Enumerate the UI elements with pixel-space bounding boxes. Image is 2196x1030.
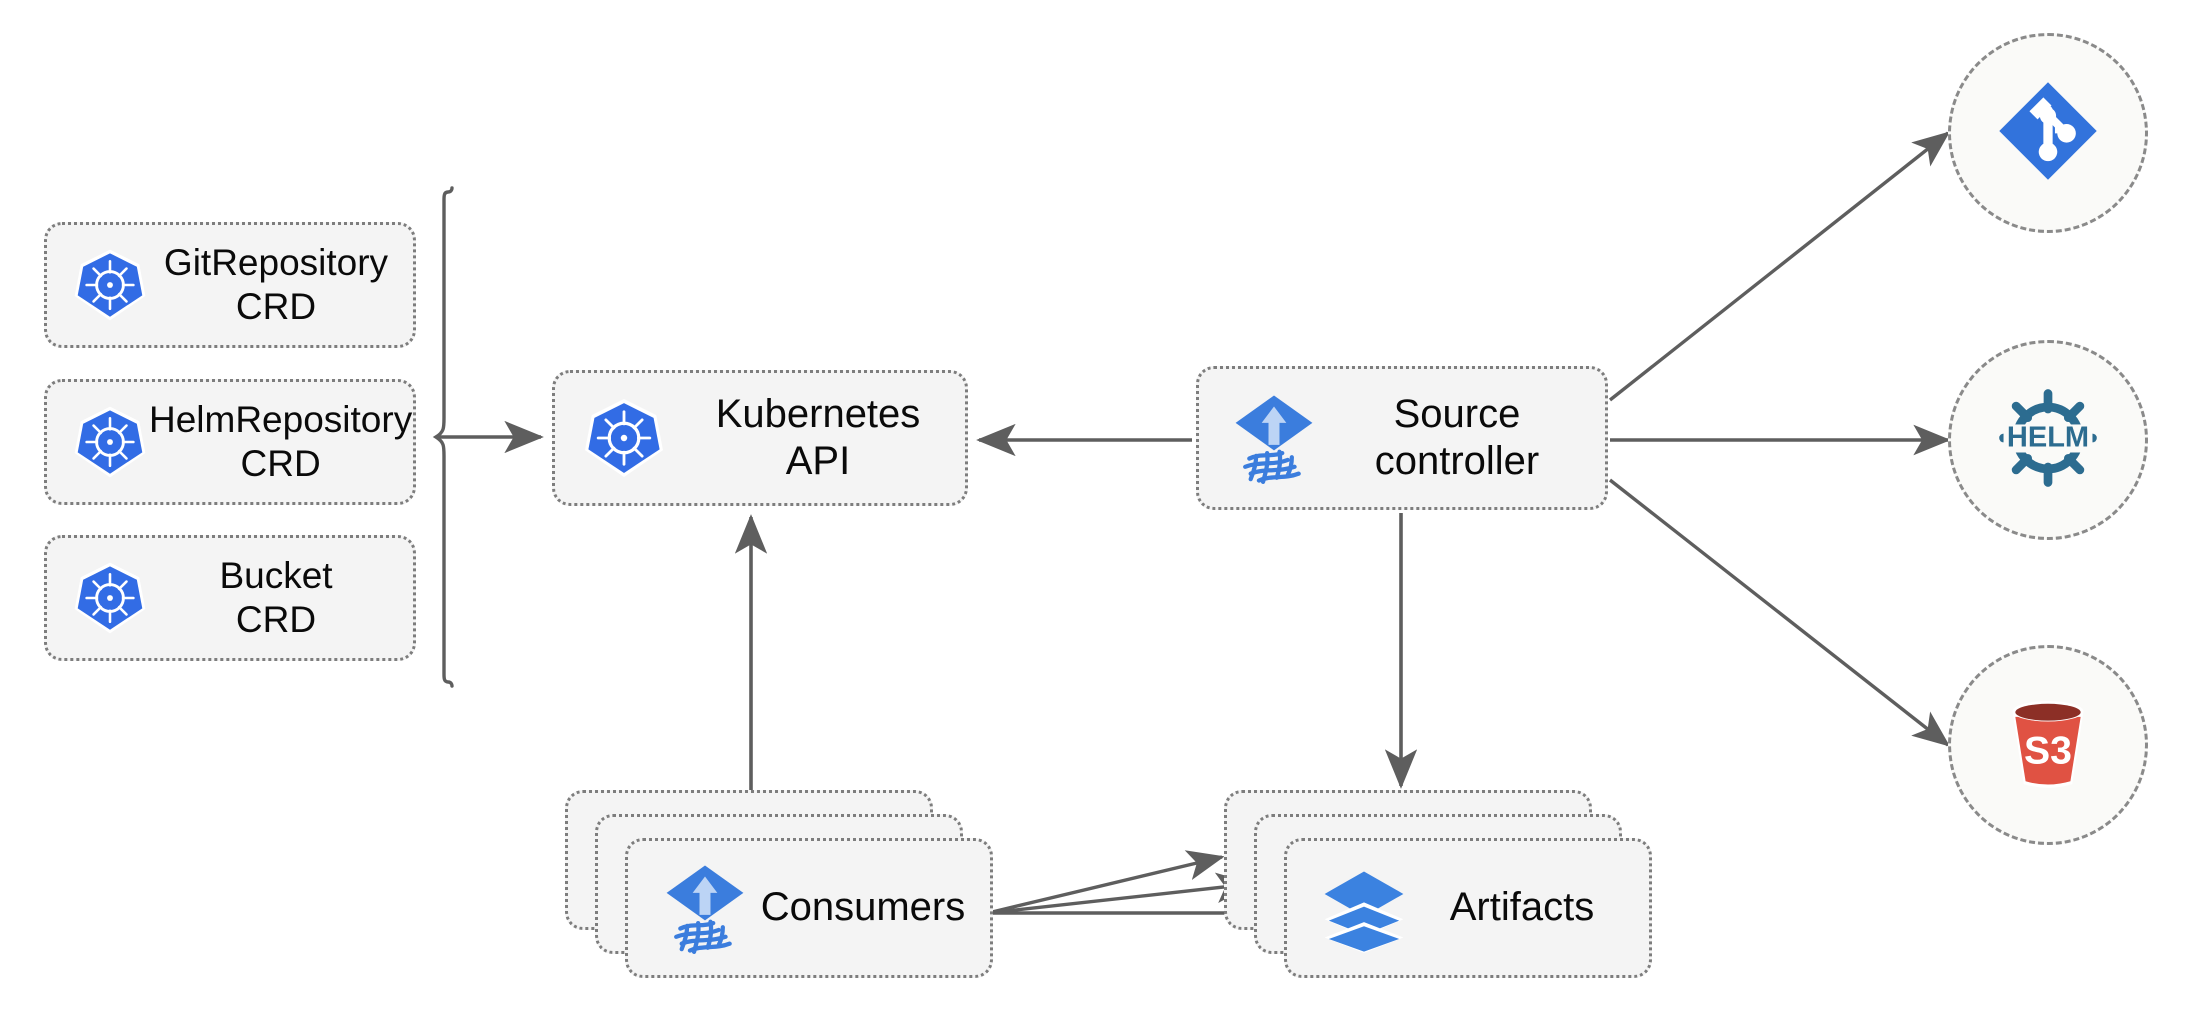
node-gitrepository-crd[interactable]: GitRepository CRD [44, 222, 416, 348]
flux-icon [1229, 390, 1319, 486]
node-git-source[interactable] [1948, 33, 2148, 233]
edge-source-controller-to-git [1608, 131, 1951, 402]
edge-consumers-to-artifacts-2 [987, 872, 1254, 915]
edge-consumers-to-artifacts-1 [987, 850, 1225, 915]
node-helmrepository-crd[interactable]: HelmRepository CRD [44, 379, 416, 505]
node-bucket-crd[interactable]: Bucket CRD [44, 535, 416, 661]
node-kubernetes-api[interactable]: Kubernetes API [552, 370, 968, 506]
kubernetes-icon [71, 403, 149, 481]
node-source-controller[interactable]: Source controller [1196, 366, 1608, 510]
consumers-card-front[interactable]: Consumers [625, 838, 993, 978]
artifacts-card-front[interactable]: Artifacts [1284, 838, 1652, 978]
flux-icon [658, 860, 752, 956]
node-label: Consumers [760, 885, 966, 930]
s3-label: S3 [2024, 729, 2072, 772]
helm-icon: HELM [1990, 380, 2106, 501]
git-icon [1990, 73, 2106, 194]
kubernetes-icon [71, 559, 149, 637]
crd-bracket [432, 186, 454, 688]
kubernetes-icon [581, 395, 667, 481]
node-label: Source controller [1374, 391, 1540, 483]
s3-icon: S3 [1992, 687, 2104, 804]
node-label: Artifacts [1449, 885, 1595, 930]
layers-icon [1317, 860, 1411, 956]
node-helm-source[interactable]: HELM [1948, 340, 2148, 540]
node-label: GitRepository CRD [163, 242, 389, 327]
node-s3-source[interactable]: S3 [1948, 645, 2148, 845]
kubernetes-icon [71, 246, 149, 324]
node-label: Kubernetes API [715, 391, 921, 483]
edge-source-controller-to-s3 [1608, 478, 1951, 747]
helm-label: HELM [2007, 421, 2089, 453]
node-label: Bucket CRD [219, 555, 333, 640]
node-artifacts[interactable]: Artifacts [1224, 790, 1654, 978]
node-label: HelmRepository CRD [149, 399, 413, 484]
node-consumers[interactable]: Consumers [565, 790, 995, 978]
